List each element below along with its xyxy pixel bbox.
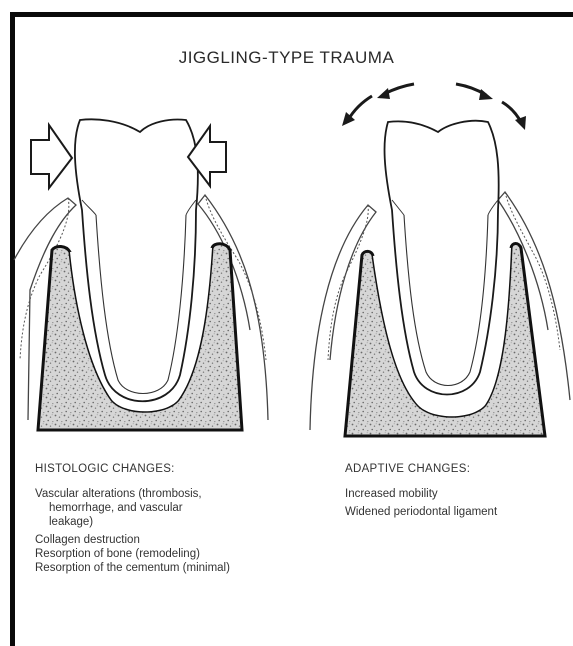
adaptive-heading: ADAPTIVE CHANGES:	[345, 462, 565, 476]
motion-arrow-right-inner-head	[479, 89, 493, 100]
left-pressure-arrow-left	[31, 125, 72, 188]
motion-arrow-left-outer	[348, 96, 372, 120]
histologic-collagen: Collagen destruction	[35, 533, 320, 547]
histologic-vascular-line3: leakage)	[35, 515, 320, 529]
adaptive-ligament: Widened periodontal ligament	[345, 505, 565, 519]
motion-arrow-left-inner-head	[377, 88, 390, 99]
histologic-heading: HISTOLOGIC CHANGES:	[35, 462, 320, 476]
left-tooth-diagram	[14, 119, 268, 430]
adaptive-mobility: Increased mobility	[345, 487, 565, 501]
histologic-changes-caption: HISTOLOGIC CHANGES: Vascular alterations…	[35, 462, 320, 575]
adaptive-changes-caption: ADAPTIVE CHANGES: Increased mobility Wid…	[345, 462, 565, 519]
motion-arrow-right-outer-head	[515, 116, 526, 130]
histologic-bone: Resorption of bone (remodeling)	[35, 547, 320, 561]
histologic-vascular-line1: Vascular alterations (thrombosis,	[35, 487, 320, 501]
histologic-vascular-line2: hemorrhage, and vascular	[35, 501, 320, 515]
histologic-cementum: Resorption of the cementum (minimal)	[35, 561, 320, 575]
right-tooth-diagram	[310, 84, 570, 436]
